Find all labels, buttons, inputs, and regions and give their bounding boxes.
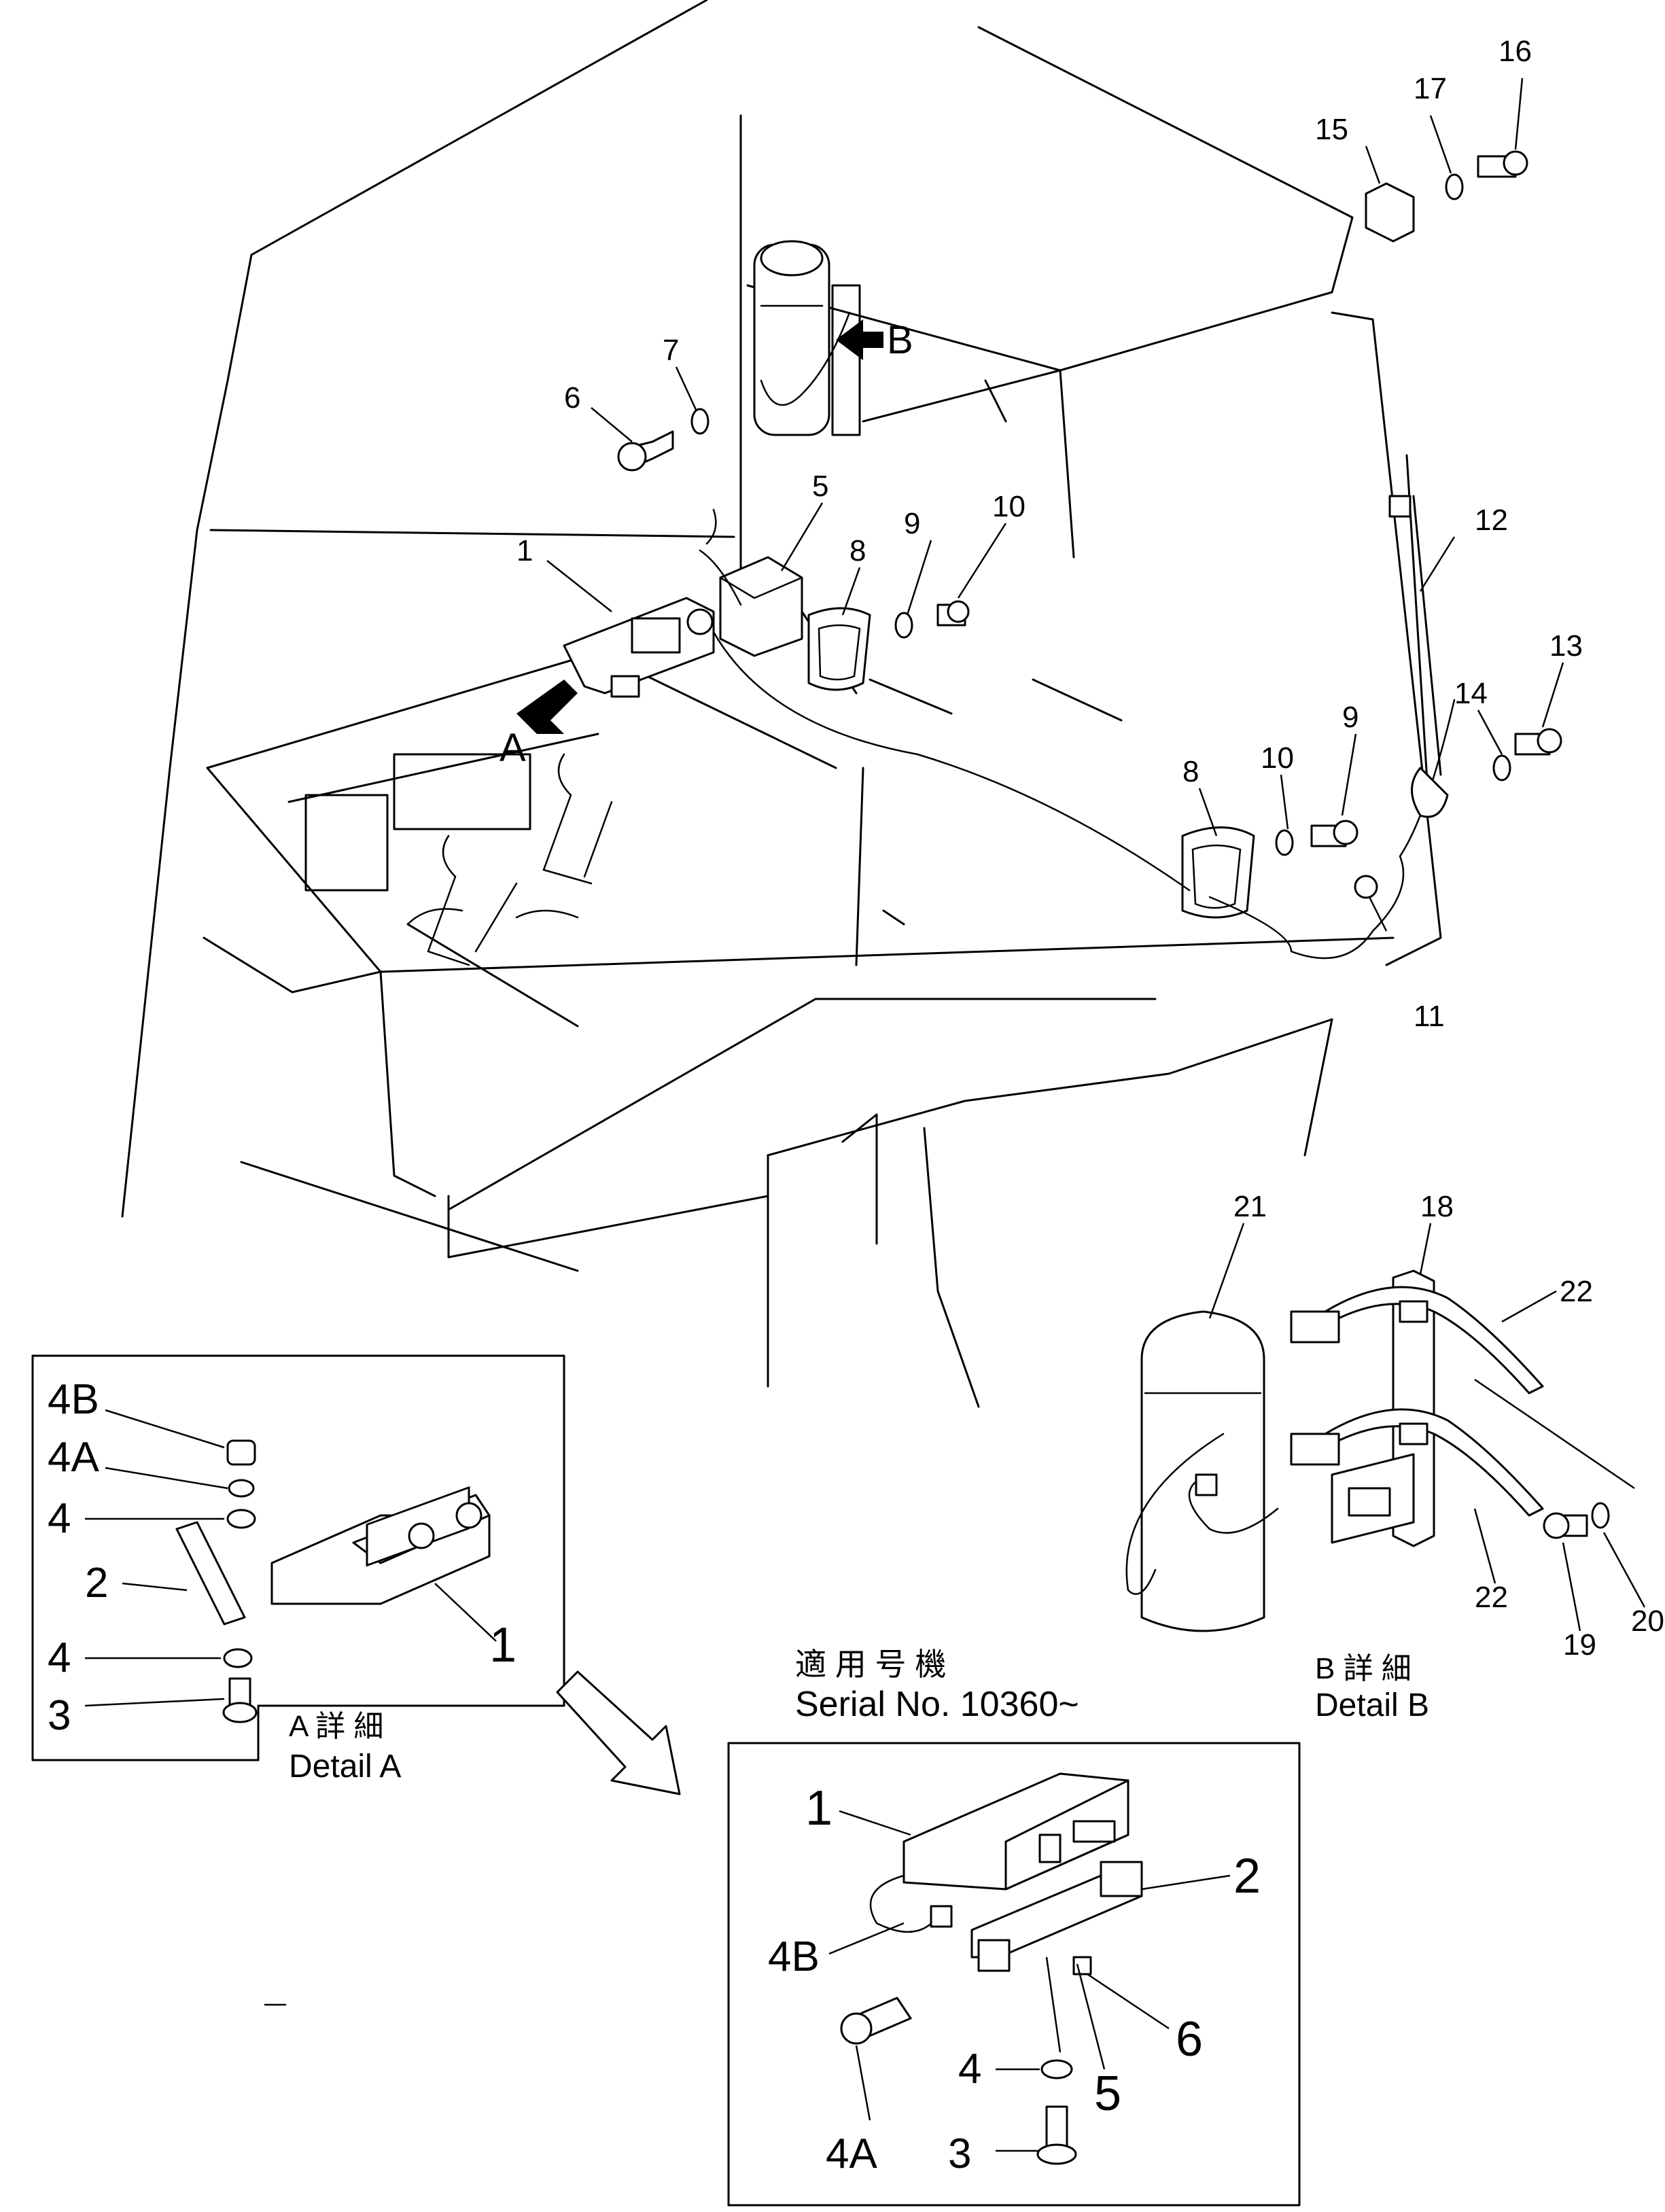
antenna-bracket [1365,182,1415,243]
callout-number: 1 [516,534,533,567]
detail-b-caption-jp: B 詳 細 [1315,1652,1412,1685]
callout-number: 4 [958,2046,981,2092]
callout-number: 6 [564,381,580,415]
bolt [936,600,970,627]
washer [1492,754,1511,782]
callout-number: 9 [1342,701,1359,734]
serial-applicability-jp: 適 用 号 機 [795,1647,946,1682]
antenna [1388,454,1449,818]
callout-number: 7 [663,334,679,367]
bolt [617,430,674,472]
detail-b: 21 18 22 22 19 20 B 詳 細 Detail B [1125,1190,1664,1723]
detail-a-caption-jp: A 詳 細 [289,1710,383,1743]
callout-number: 4 [48,1495,71,1542]
antenna-grommet [1354,875,1378,899]
callout-number: 22 [1475,1581,1508,1614]
callout-number: 4B [768,1933,820,1980]
wiring-harness [699,508,742,606]
detail-a-caption-en: Detail A [289,1749,401,1785]
callout-number: 15 [1315,113,1348,146]
callout-number: 19 [1563,1628,1596,1662]
callout-number: 1 [489,1618,516,1672]
view-label-b: B [887,318,913,362]
callout-number: 20 [1631,1604,1664,1638]
callout-number: 11 [1414,1000,1445,1033]
thermos-holder-top [753,240,861,436]
callout-number: 22 [1560,1275,1593,1308]
bolt [1514,728,1562,756]
view-arrow-b [836,319,883,360]
callout-number: 5 [812,470,828,503]
callout-number: 4 [48,1634,71,1681]
callout-number: 4A [48,1434,99,1481]
callout-number: 4A [826,2130,877,2177]
callout-number: 10 [1261,741,1294,775]
callout-number: 13 [1549,629,1583,663]
washer [894,612,913,639]
callout-number: 21 [1233,1190,1267,1223]
main-callouts: 1 5 6 7 8 9 10 8 10 9 11 12 13 14 15 16 … [516,35,1583,1033]
cab-outline [121,0,1442,1408]
callout-number: 2 [85,1560,108,1607]
callout-number: 12 [1475,504,1508,537]
callout-number: 8 [1182,755,1199,788]
speaker [807,607,871,691]
callout-number: 2 [1233,1849,1261,1903]
callout-number: 4B [48,1376,99,1423]
speaker [1181,826,1255,919]
washer [1445,173,1464,200]
callout-number: 16 [1498,35,1532,68]
callout-number: 5 [1094,2067,1121,2121]
view-label-a: A [500,726,526,770]
serial-number-label: Serial No. 10360~ [795,1685,1079,1724]
callout-number: 14 [1454,677,1488,710]
callout-number: 18 [1420,1190,1454,1223]
callout-number: 10 [992,490,1026,523]
detail-a: 4B 4A 4 2 4 3 1 A 詳 細 Detail A [31,1354,565,1785]
radio-unit [563,597,715,698]
callout-number: 9 [904,507,920,540]
speaker-box [719,556,803,657]
view-arrow-a [516,680,578,734]
leader-lines [546,77,1564,932]
bolt [1310,820,1359,847]
callout-number: 1 [805,1781,832,1836]
detail-b-caption-en: Detail B [1315,1687,1429,1723]
bolt [1477,150,1528,178]
callout-number: 8 [849,534,866,567]
washer [1275,829,1294,856]
callout-number: 3 [48,1692,71,1739]
callout-number: 6 [1176,2012,1203,2067]
serial-detail: 適 用 号 機 Serial No. 10360~ 1 [727,1647,1301,2207]
callout-number: 3 [948,2130,971,2177]
applicability-arrow [556,1670,681,1795]
washer [690,408,709,435]
callout-number: 17 [1414,72,1447,105]
